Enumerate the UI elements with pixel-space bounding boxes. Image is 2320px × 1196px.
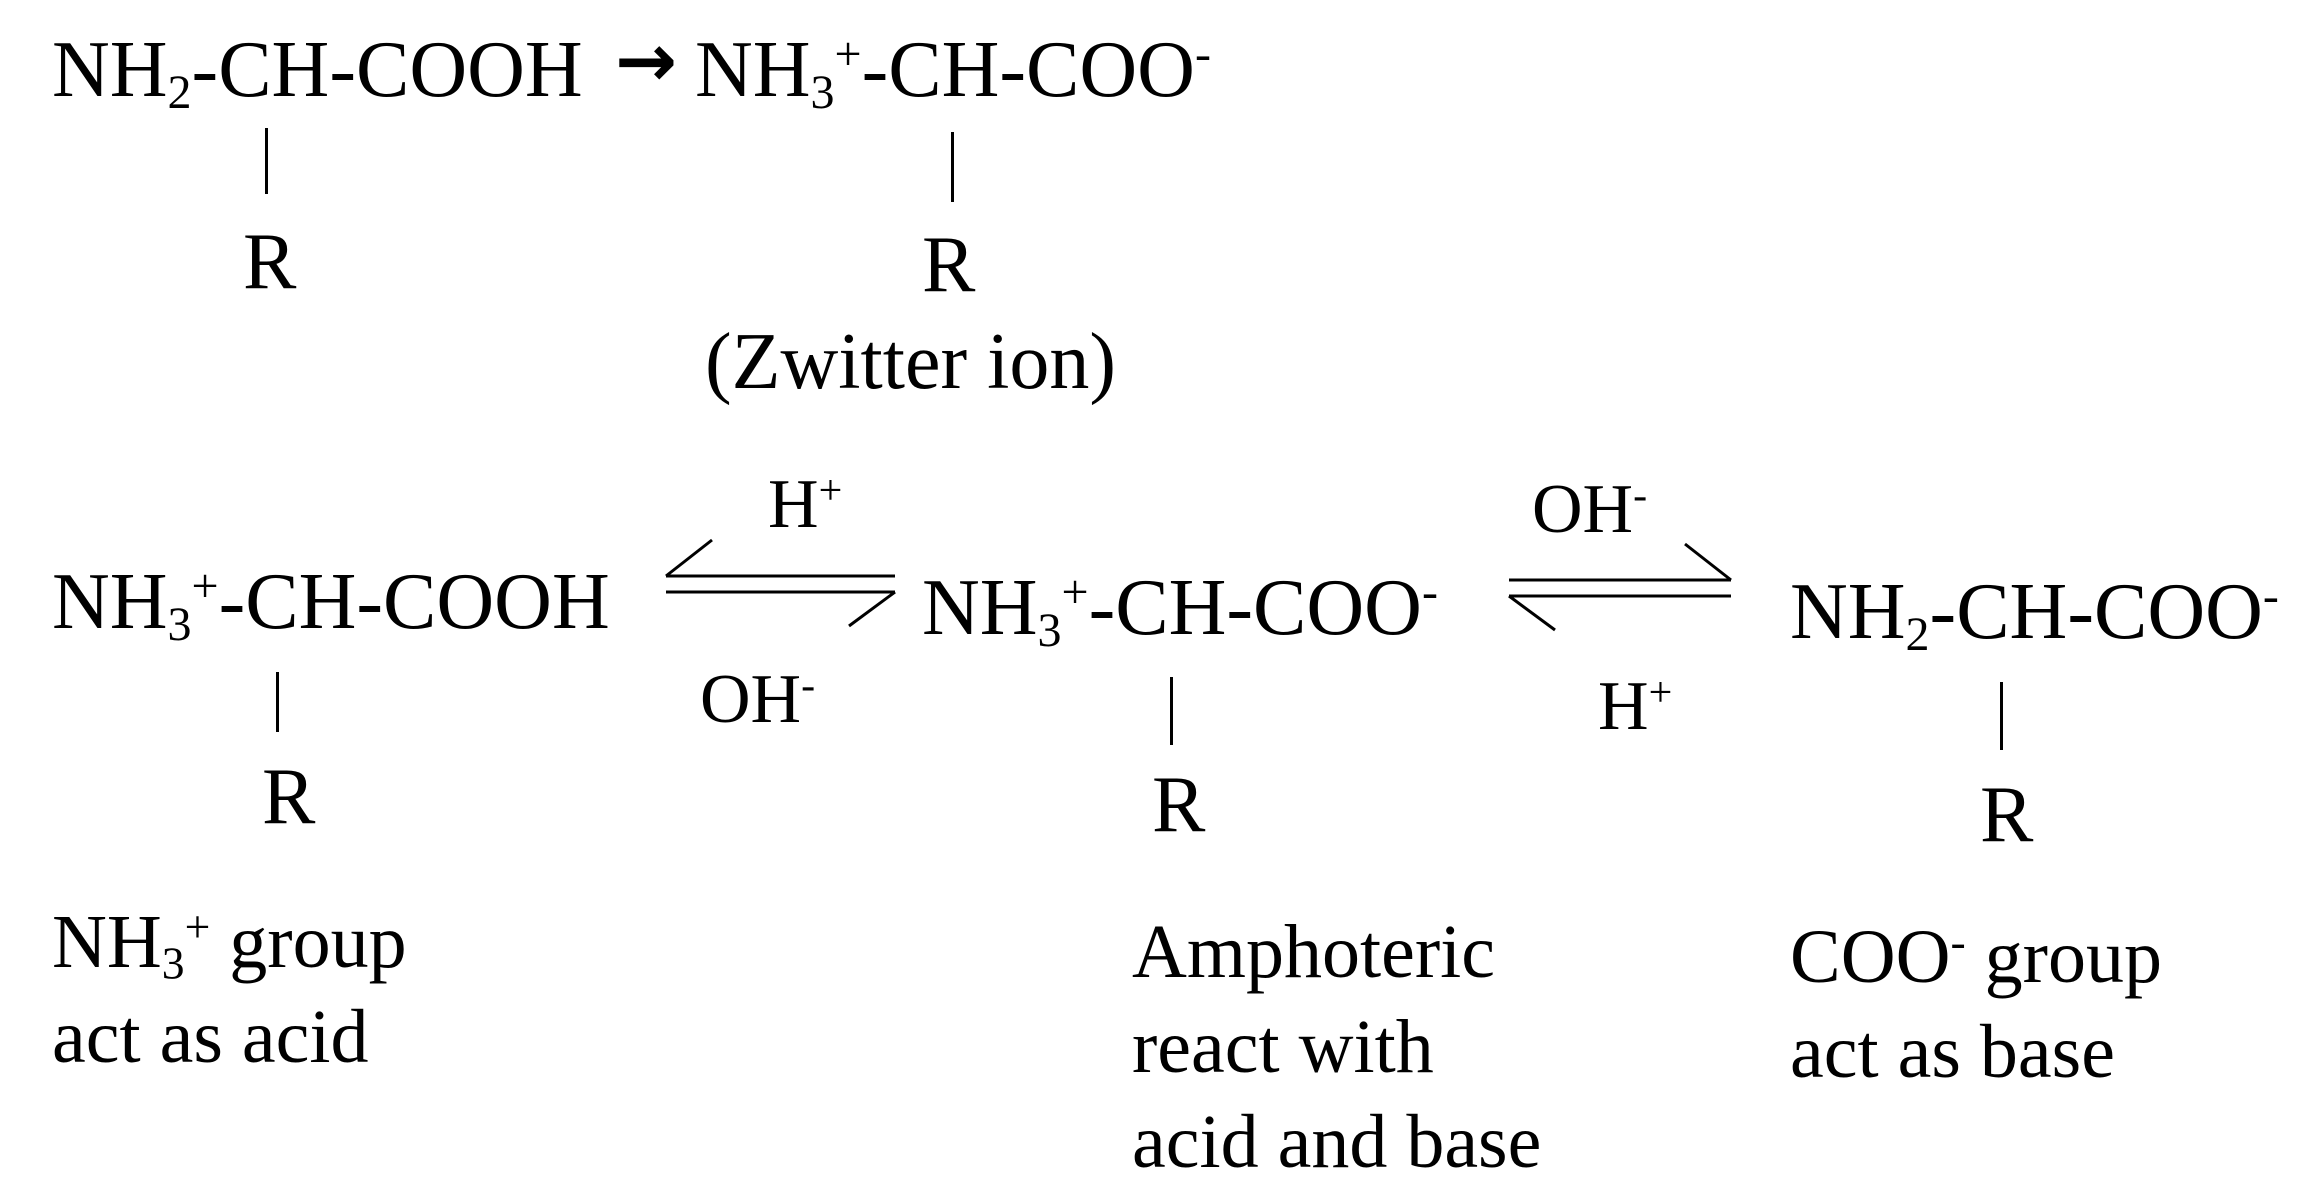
zwitterion-eq-formula: NH3+-CH-COO- (922, 564, 1438, 657)
anion-description: COO- group act as base (1790, 910, 2162, 1100)
reaction-arrow-glyph: → (615, 18, 678, 104)
zwitterion-eq-r-bond (1170, 677, 1173, 745)
zwitterion-description-line1: Amphoteric (1132, 910, 1496, 994)
cation-description: NH3+ group act as acid (52, 895, 407, 1085)
reactant-r-group: R (243, 218, 297, 306)
right-equilibrium-arrow-icon (1508, 542, 1732, 632)
cation-r-group: R (262, 753, 316, 841)
zwitterion-r-group: R (922, 221, 976, 309)
zwitterion-formula: NH3+-CH-COO- (695, 26, 1211, 119)
right-arrow-above-label: OH- (1532, 471, 1648, 548)
cation-description-line2: act as acid (52, 995, 369, 1079)
right-arrow-below-label: H+ (1598, 668, 1673, 745)
anion-description-line2: act as base (1790, 1010, 2115, 1094)
cation-description-line1: NH3+ group (52, 900, 407, 989)
anion-r-bond (2000, 682, 2003, 750)
left-arrow-below-label: OH- (700, 661, 816, 738)
zwitterion-description: Amphoteric react with acid and base (1132, 905, 1541, 1190)
reactant-r-bond (265, 128, 268, 194)
zwitterion-description-line3: acid and base (1132, 1100, 1542, 1184)
cation-r-bond (276, 672, 279, 732)
reactant-formula: NH2-CH-COOH (52, 26, 583, 119)
zwitterion-eq-r-group: R (1152, 761, 1206, 849)
left-arrow-above-label: H+ (768, 466, 843, 543)
zwitterion-label: (Zwitter ion) (705, 318, 1116, 406)
anion-description-line1: COO- group (1790, 915, 2162, 999)
left-equilibrium-arrow-icon (665, 538, 896, 628)
cation-formula: NH3+-CH-COOH (52, 558, 610, 651)
anion-formula: NH2-CH-COO- (1790, 568, 2279, 661)
zwitterion-r-bond (951, 132, 954, 202)
anion-r-group: R (1980, 771, 2034, 859)
zwitterion-description-line2: react with (1132, 1005, 1434, 1089)
